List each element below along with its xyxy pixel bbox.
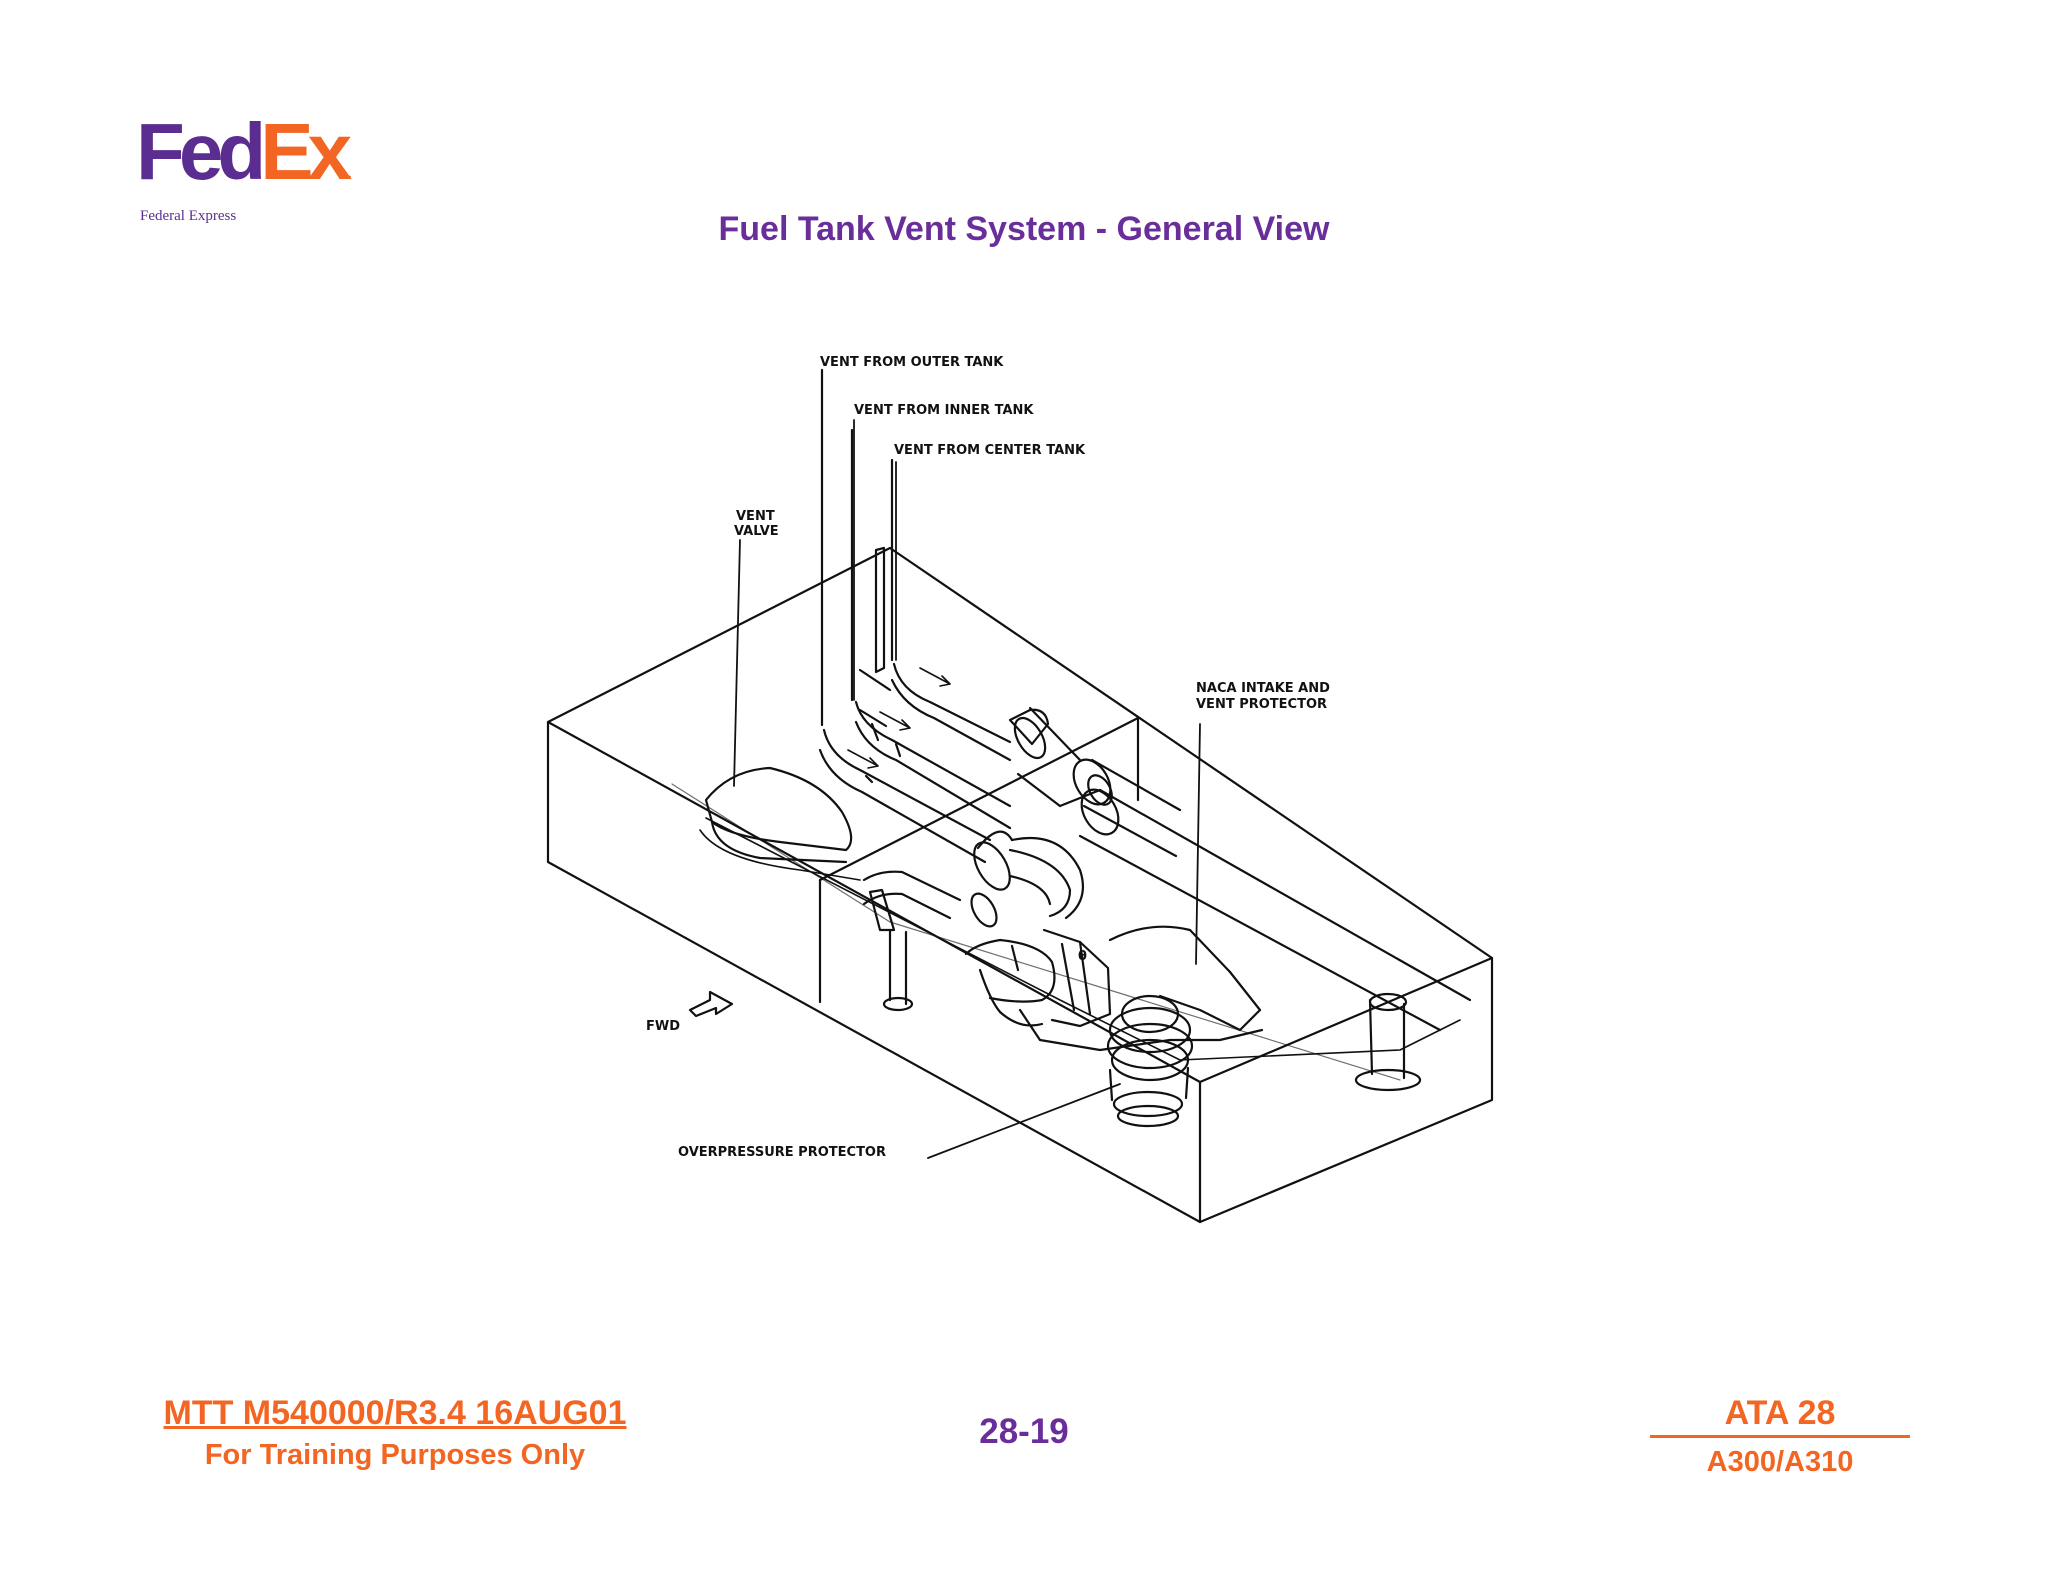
label-fwd: FWD [646,1019,680,1034]
drain-fitting [1354,992,1422,1092]
footer-chapter-info: ATA 28 A300/A310 [1650,1394,1910,1479]
leader-lines [733,377,1201,1159]
label-vent-inner-tank: VENT FROM INNER TANK [854,403,1034,418]
training-notice: For Training Purposes Only [204,1439,586,1471]
fedex-logo: FedEx. Federal Express [136,112,356,225]
label-vent-outer-tank: VENT FROM OUTER TANK [820,355,1004,370]
piping-assembly [862,830,1264,1052]
page-number: 28-19 [979,1412,1069,1451]
footer-document-info: MTT M540000/R3.4 16AUG01 For Training Pu… [120,1394,670,1472]
label-vent-valve-line2: VALVE [734,524,779,539]
label-vent-center-tank: VENT FROM CENTER TANK [894,443,1086,458]
vent-valve [704,766,853,864]
overpressure-protector-shape [1106,994,1194,1128]
label-naca-line1: NACA INTAKE AND [1196,681,1330,696]
inner-floor [699,817,1461,1061]
flow-arrows [847,667,951,769]
aircraft-type: A300/A310 [1706,1446,1854,1478]
ata-chapter: ATA 28 [1650,1394,1910,1438]
fedex-logo-subtitle: Federal Express [140,208,237,224]
document-reference: MTT M540000/R3.4 16AUG01 [163,1394,627,1432]
page-title: Fuel Tank Vent System - General View [718,210,1330,248]
tank-box [546,546,1494,1224]
label-naca-line2: VENT PROTECTOR [1196,697,1327,712]
label-vent-valve-line1: VENT [736,509,775,524]
label-overpressure-protector: OVERPRESSURE PROTECTOR [678,1145,886,1160]
label-theta: θ [1078,949,1087,964]
fwd-arrow [688,990,734,1018]
fedex-logo-wordmark: FedEx. [136,107,353,196]
